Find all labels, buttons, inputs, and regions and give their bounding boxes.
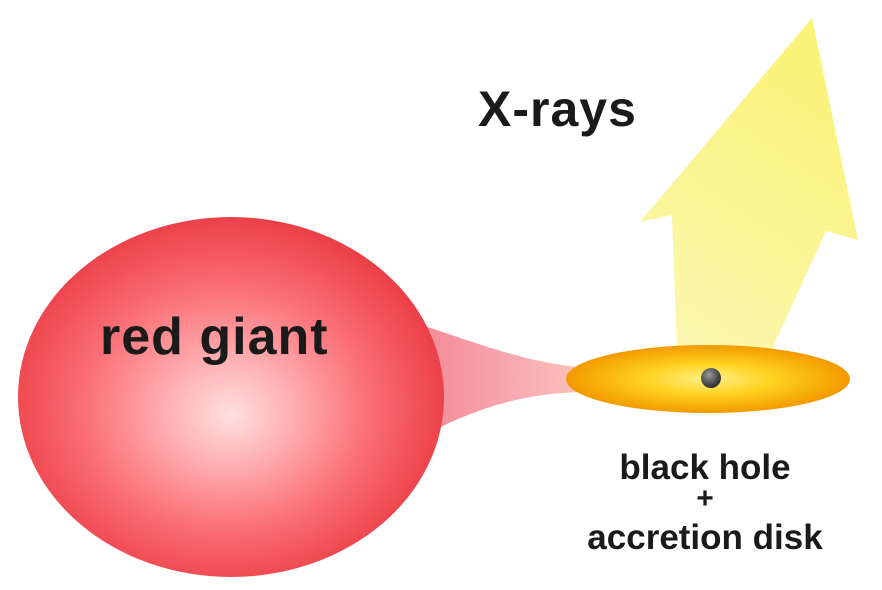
plus-label: + bbox=[535, 484, 875, 514]
red-giant-label: red giant bbox=[100, 307, 329, 367]
accretion-disk-label: accretion disk bbox=[535, 518, 875, 558]
black-hole bbox=[701, 368, 721, 388]
xrays-label: X-rays bbox=[478, 80, 637, 138]
xray-arrow bbox=[640, 18, 858, 380]
red-giant-star bbox=[18, 217, 444, 577]
